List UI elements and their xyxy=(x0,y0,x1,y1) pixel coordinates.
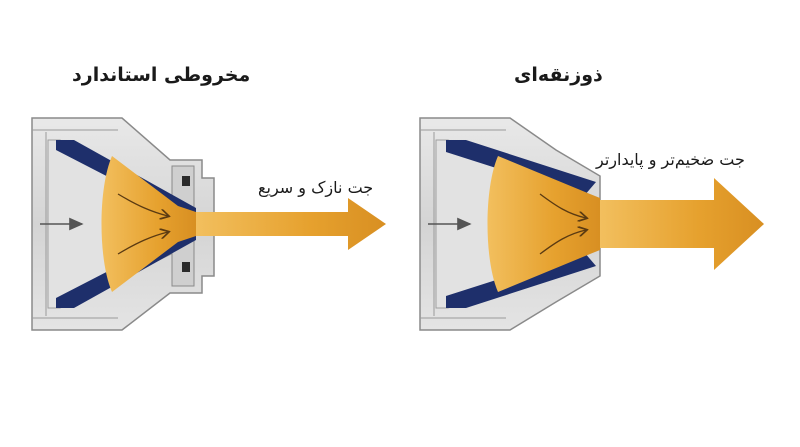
trapezoidal-nozzle xyxy=(419,117,764,331)
flow-cone xyxy=(101,156,196,292)
thick-jet-label: جت ضخیم‌تر و پایدارتر xyxy=(596,150,745,169)
flow-trapezoid xyxy=(487,156,600,292)
thick-jet-arrow xyxy=(600,178,764,270)
thin-jet-arrow xyxy=(196,198,386,250)
standard-cone-title: مخروطی استاندارد xyxy=(72,64,251,86)
trapezoidal-title: ذوزنقه‌ای xyxy=(514,64,603,86)
standard-cone-nozzle xyxy=(31,117,386,331)
thin-jet-label: جت نازک و سریع xyxy=(258,178,374,197)
